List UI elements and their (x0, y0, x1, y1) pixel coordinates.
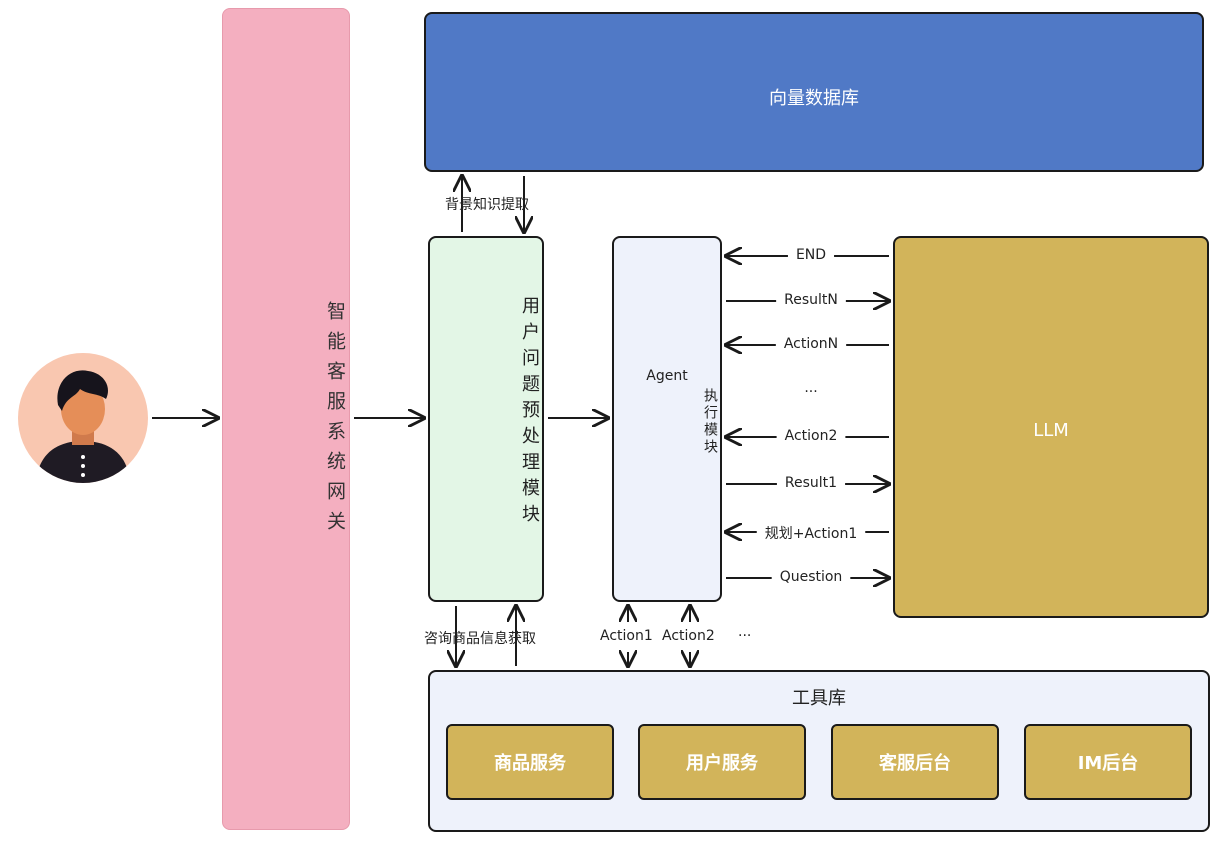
vector-db-box: 向量数据库 (424, 12, 1204, 172)
flow-label: ... (804, 380, 818, 396)
gateway-label: 智能客服系统网关 (324, 301, 346, 541)
flow-label: ActionN (783, 336, 839, 352)
tool-library-box: 工具库 商品服务 用户服务 客服后台 IM后台 (428, 670, 1210, 832)
tool-action-label: Action1 (600, 628, 653, 644)
flow-label: Result1 (784, 475, 838, 491)
flow-label: ResultN (784, 292, 838, 308)
llm-label: LLM (1033, 420, 1069, 441)
preprocess-box: 用户问题预处理模块 (428, 236, 544, 602)
user-avatar-icon (18, 353, 148, 483)
flow-label: 规划+Action1 (764, 526, 858, 542)
agent-label-en: Agent (646, 368, 688, 384)
vector-db-label: 向量数据库 (769, 88, 859, 109)
agent-label-cn: 执行模块 (702, 388, 718, 456)
tool-action-label: ... (738, 624, 752, 640)
tool-library-title: 工具库 (792, 688, 846, 709)
tool-cs-backend: 客服后台 (831, 724, 999, 800)
flow-label: END (795, 247, 827, 263)
preprocess-down-label: 咨询商品信息获取 (424, 631, 536, 647)
preprocess-label: 用户问题预处理模块 (519, 296, 540, 530)
agent-box: Agent 执行模块 (612, 236, 722, 602)
llm-box: LLM (893, 236, 1209, 618)
tool-user-service: 用户服务 (638, 724, 806, 800)
tool-product-service: 商品服务 (446, 724, 614, 800)
flow-label: Question (779, 569, 843, 585)
flow-label: Action2 (784, 428, 838, 444)
tool-action-label: Action2 (662, 628, 715, 644)
preprocess-up-label: 背景知识提取 (445, 197, 529, 213)
gateway-box: 智能客服系统网关 (222, 8, 350, 830)
tool-im-backend: IM后台 (1024, 724, 1192, 800)
